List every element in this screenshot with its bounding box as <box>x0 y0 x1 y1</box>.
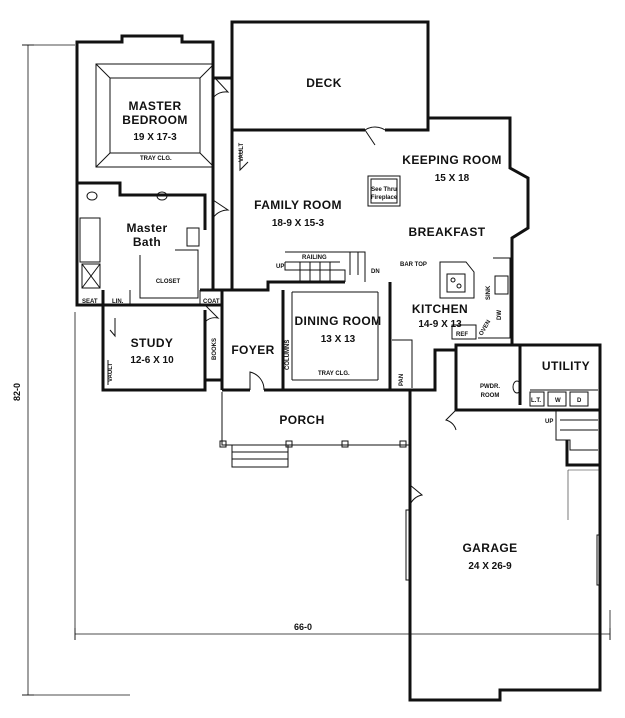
garage-size: 24 X 26-9 <box>468 561 512 572</box>
family-room-label: FAMILY ROOM <box>254 198 342 212</box>
dimension-lines <box>22 44 611 696</box>
porch <box>219 392 410 468</box>
garage-label: GARAGE <box>462 541 517 555</box>
dryer-label: D <box>577 398 582 404</box>
garage-up-label: UP <box>545 419 553 425</box>
master-tray-note: TRAY CLG. <box>140 156 172 162</box>
columns-label: COLUMNS <box>285 340 291 370</box>
laundry-tub-label: L.T. <box>531 398 541 404</box>
see-thru-fireplace <box>367 175 401 207</box>
study-size: 12-6 X 10 <box>130 355 174 366</box>
master-bath-label-2: Bath <box>133 235 161 249</box>
bar-top-label: BAR TOP <box>400 262 427 268</box>
master-tray-ceiling <box>95 63 215 168</box>
study-label: STUDY <box>131 336 174 350</box>
depth-dimension-label: 82-0 <box>12 383 22 401</box>
stairs <box>284 251 366 282</box>
foyer-label: FOYER <box>231 343 274 357</box>
study-vault-arrow <box>107 318 116 385</box>
vault-arrow <box>239 150 249 172</box>
books-label: BOOKS <box>212 338 218 360</box>
stairs-down-label: DN <box>371 269 380 275</box>
pantry-label: PAN <box>399 374 405 386</box>
keeping-room-label: KEEPING ROOM <box>402 153 501 167</box>
washer-label: W <box>555 398 561 404</box>
fireplace-label-1: See Thru <box>371 187 397 193</box>
deck <box>230 20 430 130</box>
deck-label: DECK <box>306 76 342 90</box>
garage-details <box>405 469 602 586</box>
width-dimension-label: 66-0 <box>294 622 312 632</box>
vault-label-family: VAULT <box>239 143 245 162</box>
breakfast-label: BREAKFAST <box>409 225 486 239</box>
kitchen-size: 14-9 X 13 <box>418 319 462 330</box>
fireplace-label-2: Fireplace <box>371 195 398 201</box>
dining-tray-note: TRAY CLG. <box>318 371 350 377</box>
oven-label: OVEN <box>479 319 493 337</box>
master-bath-label-1: Master <box>126 221 167 235</box>
powder-room-label-2: ROOM <box>481 393 500 399</box>
railing-label: RAILING <box>302 255 327 261</box>
master-bath-fixtures <box>79 191 200 289</box>
porch-label: PORCH <box>279 413 324 427</box>
master-bedroom-size: 19 X 17-3 <box>133 132 177 143</box>
master-bedroom-label-1: MASTER <box>128 99 181 113</box>
closet-label: CLOSET <box>156 279 181 285</box>
kitchen-label: KITCHEN <box>412 302 468 316</box>
kitchen-counters <box>439 257 511 340</box>
ref-label: REF <box>456 332 468 338</box>
keeping-room-size: 15 X 18 <box>435 173 470 184</box>
utility-label: UTILITY <box>542 359 590 373</box>
interior-walls <box>101 78 600 451</box>
master-bedroom-label-2: BEDROOM <box>122 113 187 127</box>
dw-label: DW <box>497 310 503 320</box>
coat-label: COAT <box>203 299 220 305</box>
powder-room-label-1: PWDR. <box>480 384 500 390</box>
stairs-up-label: UP <box>276 264 284 270</box>
linen-label: LIN. <box>112 299 124 305</box>
family-room-size: 18-9 X 15-3 <box>272 218 325 229</box>
dining-room-size: 13 X 13 <box>321 334 356 345</box>
door-swings <box>204 77 457 506</box>
vault-label-study: VAULT <box>108 363 114 382</box>
dining-room-label: DINING ROOM <box>294 314 381 328</box>
seat-label: SEAT <box>82 299 98 305</box>
sink-label: SINK <box>486 285 492 300</box>
utility-fixtures <box>512 380 589 407</box>
